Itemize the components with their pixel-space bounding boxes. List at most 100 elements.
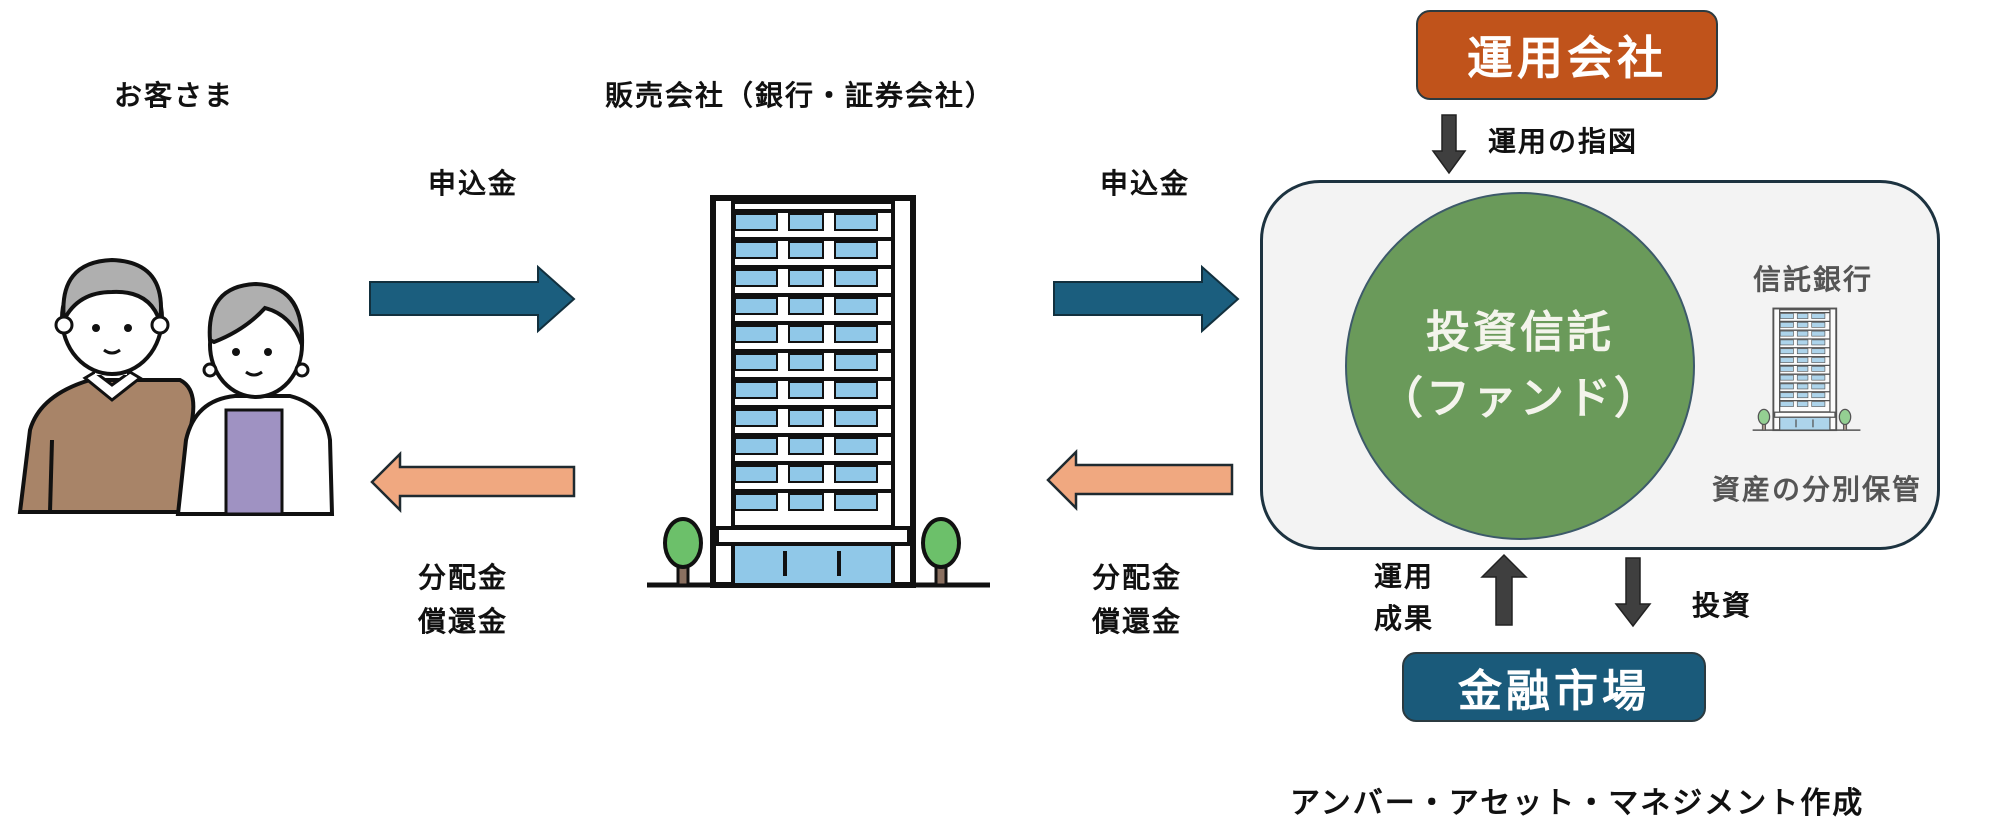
fund-circle: 投資信託 （ファンド） [1345,192,1695,540]
woman-hair [207,281,305,346]
trust-bank-label: 信託銀行 [1753,263,1874,296]
window [788,465,824,483]
window [834,409,878,427]
window [788,493,824,511]
tree-left-crown [663,517,703,569]
investment-label: 投資 [1692,589,1753,622]
window [1811,313,1826,319]
window [834,381,878,399]
distributor-label: 販売会社（銀行・証券会社） [605,79,996,112]
window [834,353,878,371]
window [1796,322,1809,328]
tree-left-crown [1757,408,1771,426]
window [734,409,778,427]
window [1779,313,1794,319]
window [1779,383,1794,390]
tree-right-crown [1838,408,1852,426]
distribution-label-right-line2: 償還金 [1092,605,1183,638]
window [788,269,824,287]
window [788,241,824,259]
window [1796,330,1809,337]
window [734,493,778,511]
window [1796,357,1809,363]
window [1811,357,1826,363]
man-sweater [17,378,196,514]
window [834,269,878,287]
subscription-arrow-left [369,264,576,334]
trust-bank-building-icon [1752,307,1861,432]
window [1779,392,1794,399]
subscription-arrow-right [1053,264,1240,334]
window [1796,313,1809,319]
subscription-label-left: 申込金 [428,167,519,200]
window [1796,374,1809,381]
window [734,465,778,483]
window [1796,392,1809,399]
window [834,493,878,511]
window [834,437,878,455]
window [834,465,878,483]
lobby-band [715,526,911,546]
distribution-label-left: 分配金 償還金 [418,556,508,644]
window [1811,392,1826,399]
window [834,241,878,259]
window [788,213,824,231]
window [734,437,778,455]
fund-label-line2: （ファンド） [1379,373,1661,424]
window [834,297,878,315]
window [1811,348,1826,355]
window [1779,401,1794,407]
segregated-custody-label: 資産の分別保管 [1712,473,1923,506]
window [788,409,824,427]
window [734,213,778,231]
window [734,353,778,371]
window [1811,366,1826,372]
window [734,325,778,343]
window [834,213,878,231]
window [1796,348,1809,355]
window [788,437,824,455]
window [1779,330,1794,337]
management-company-box: 運用会社 [1416,10,1718,100]
management-instruction-label: 運用の指図 [1488,125,1639,158]
window [834,325,878,343]
distribution-label-left-line2: 償還金 [418,605,509,638]
window [788,325,824,343]
window [788,297,824,315]
window [734,269,778,287]
lobby-band [1774,411,1836,418]
fund-label-line1: 投資信託 [1426,307,1614,358]
woman-shirt [224,408,284,516]
customers-label: お客さま [114,79,235,112]
window [788,381,824,399]
man-hair [61,257,163,328]
investment-results-arrow-up [1480,553,1528,626]
window [1796,339,1809,346]
window [1811,330,1826,337]
window [1811,339,1826,346]
window [734,381,778,399]
distribution-arrow-left [370,450,576,514]
window [1811,383,1826,390]
investment-results-label: 運用 成果 [1374,556,1434,640]
credit-text: アンバー・アセット・マネジメント作成 [1290,786,1865,821]
window [734,241,778,259]
window [1796,401,1809,407]
window [1779,374,1794,381]
window [1779,339,1794,346]
window [1811,374,1826,381]
window [1811,322,1826,328]
entrance [731,542,895,587]
instruction-arrow-down [1431,114,1467,175]
window [1779,357,1794,363]
investment-results-line2: 成果 [1374,602,1435,635]
distribution-label-right: 分配金 償還金 [1092,556,1182,644]
distribution-label-right-line1: 分配金 [1092,561,1183,594]
window [1796,366,1809,372]
distributor-building-icon [647,195,990,588]
tree-right-crown [921,517,961,569]
window [1779,366,1794,372]
customers-illustration [17,257,335,516]
window [734,297,778,315]
distribution-label-left-line1: 分配金 [418,561,509,594]
